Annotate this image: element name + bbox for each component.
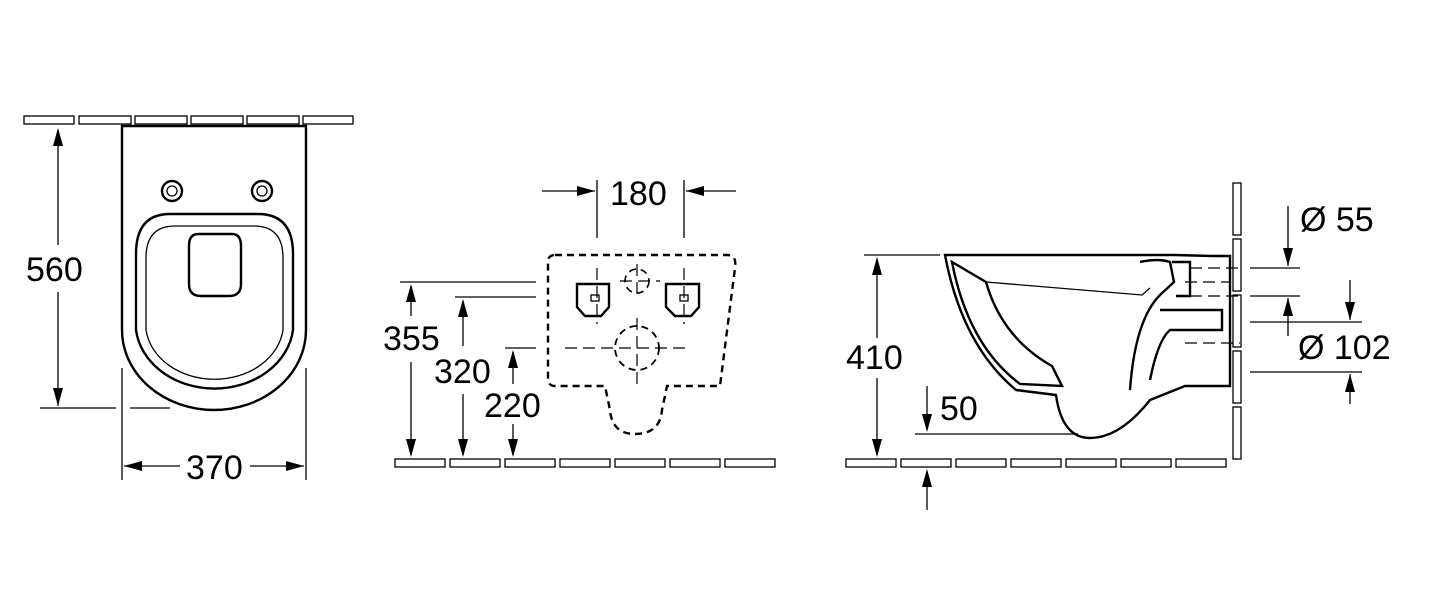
dimension-bolt-spacing: 180 (610, 175, 667, 213)
bowl-profile-inner (950, 259, 1064, 388)
inlet-detail (1172, 260, 1192, 298)
trap-profile (1128, 258, 1224, 391)
bowl-outline (120, 124, 308, 412)
wall-strip-side (1232, 182, 1242, 460)
floor-strip-side (845, 458, 1227, 468)
front-view: 180 355 320 220 (383, 175, 776, 468)
dimension-floor-clearance: 50 (940, 390, 978, 428)
bowl-profile-outer (943, 253, 1232, 440)
side-view: 410 50 Ø 55 Ø 102 (845, 182, 1391, 510)
dimension-width: 370 (186, 449, 243, 487)
dimension-outlet-height: 355 (383, 320, 440, 358)
bowl-silhouette-dashed (546, 253, 737, 436)
wall-strip-top (23, 115, 354, 125)
bolt-plate-right (664, 282, 701, 318)
floor-strip-front (394, 458, 776, 468)
hinge-left (160, 179, 184, 203)
bowl-opening (187, 232, 243, 298)
dimension-inlet-diameter: Ø 55 (1300, 201, 1374, 239)
dimension-outlet-diameter: Ø 102 (1298, 329, 1391, 367)
bolt-plate-left (575, 282, 611, 318)
top-view: 560 370 (23, 115, 354, 487)
seat-inner (145, 225, 284, 380)
bowl-rim-inner (985, 281, 1151, 296)
seat-outer (134, 212, 295, 390)
dimension-bolt-height: 320 (434, 353, 491, 391)
dimension-pipe-height: 220 (484, 387, 541, 425)
hinge-right (250, 179, 274, 203)
dimension-depth: 560 (26, 251, 83, 289)
dimension-height: 410 (846, 339, 903, 377)
